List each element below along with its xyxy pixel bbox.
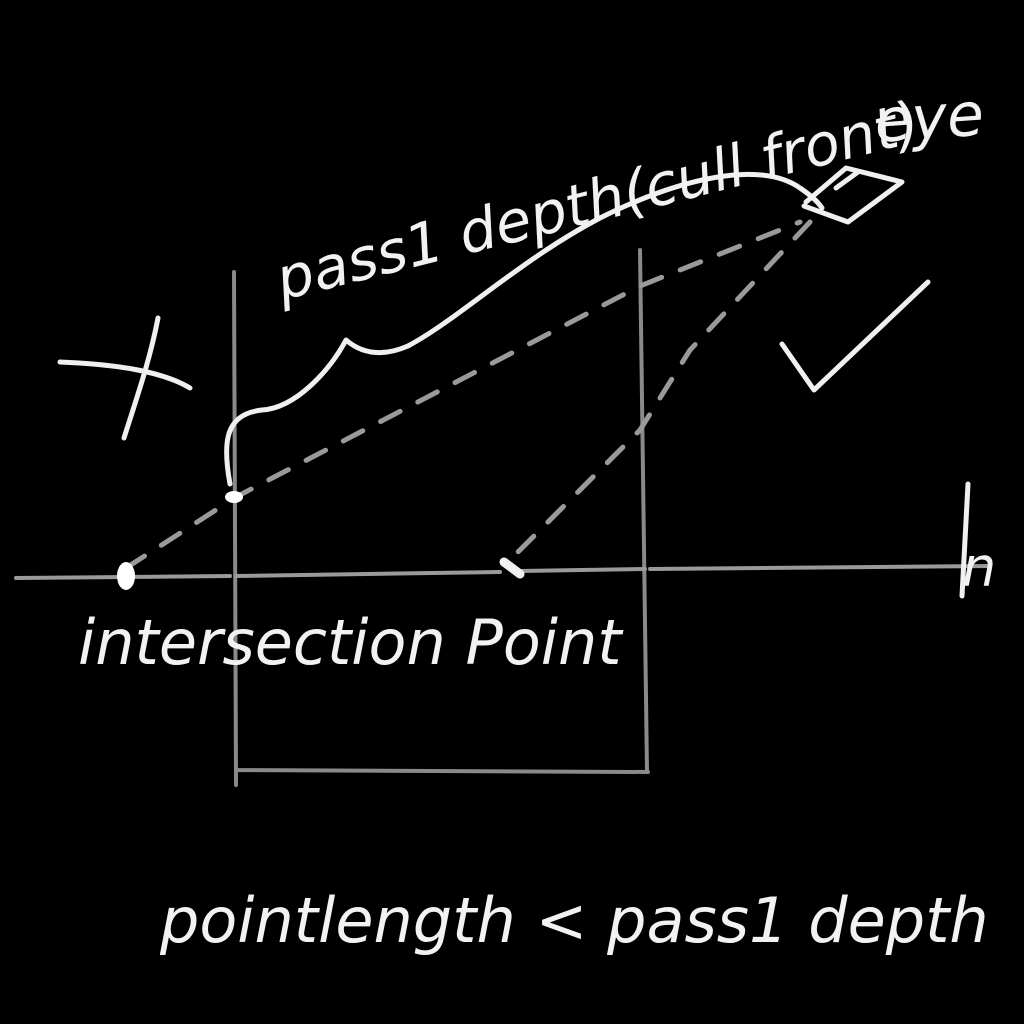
point-mark [499,557,525,579]
check-mark-icon [779,279,931,393]
depth-annotation-brace [224,171,825,487]
view-ray-to-intersection [123,219,803,571]
pass1-depth-annotation: pass1 depth(cull front) [268,88,927,314]
view-ray-to-point [502,219,813,568]
intersection-point-label: intersection Point [78,606,624,679]
n-axis-tick [959,481,971,599]
intersection-point-dot [117,562,135,590]
n-axis-label: n [962,536,996,599]
eye-arrow-icon [801,165,905,225]
ground-axis [14,564,992,580]
object-box [232,248,650,787]
box-entry-mark [225,491,243,503]
cross-mark-icon [57,315,193,441]
depth-comparison-equation: pointlength < pass1 depth [159,884,989,957]
eye-label: eye [872,80,986,157]
